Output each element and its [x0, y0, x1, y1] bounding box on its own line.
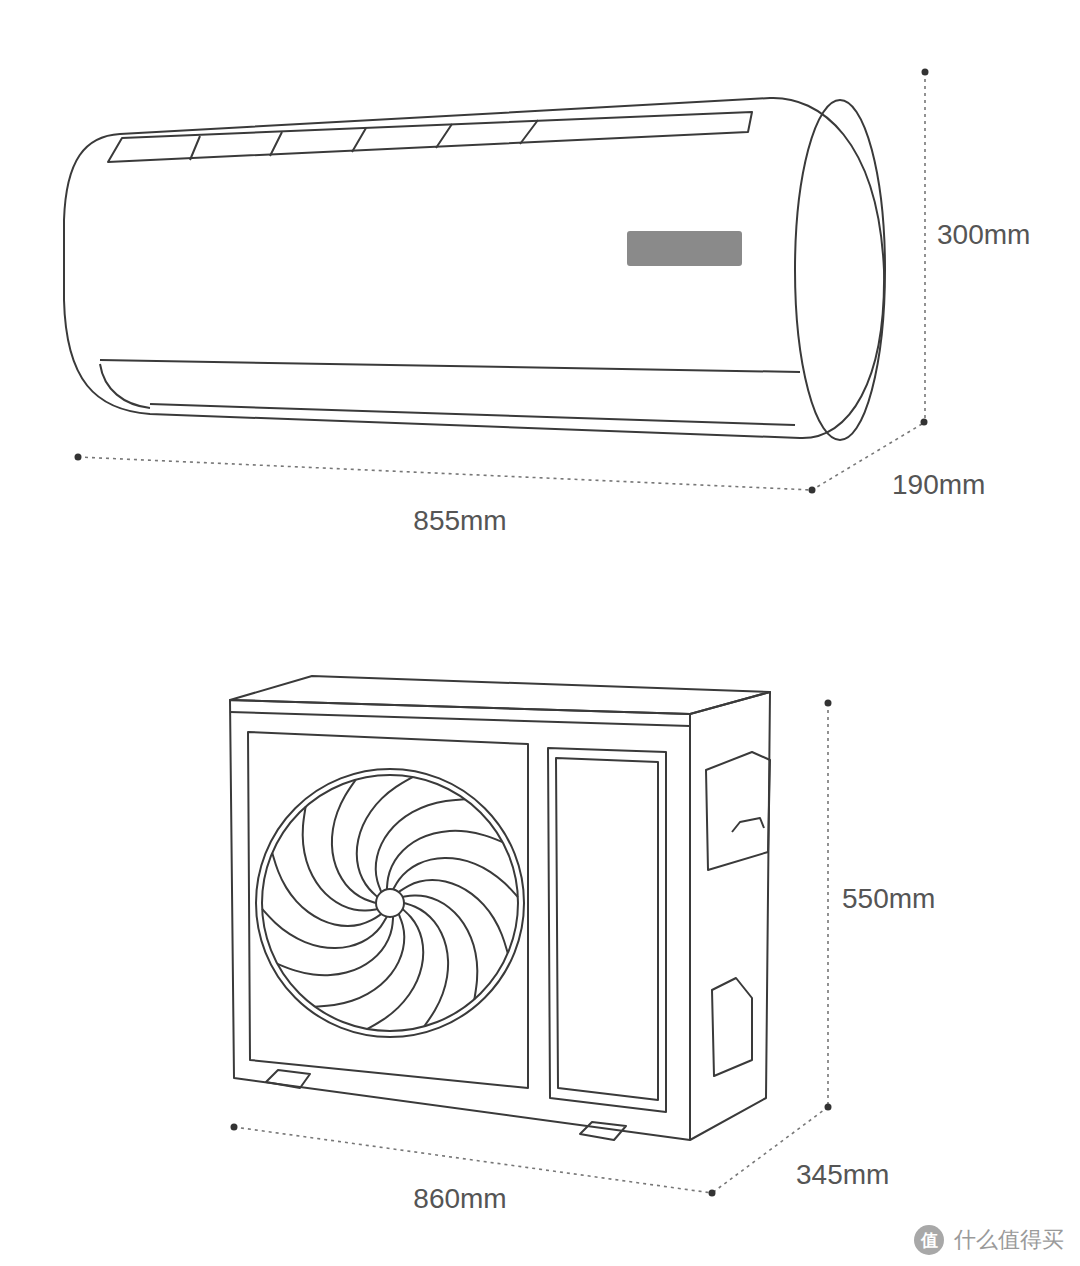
dimension-dots	[75, 69, 929, 1197]
fan-blade	[403, 895, 478, 999]
indoor-bottom-edge	[150, 404, 795, 425]
side-handle	[712, 978, 752, 1076]
dimension-lines	[78, 72, 925, 1193]
dimension-line	[924, 72, 926, 422]
foot	[580, 1122, 626, 1140]
dimension-dot	[825, 700, 832, 707]
dimension-line	[827, 703, 829, 1107]
dimension-label: 550mm	[840, 884, 937, 914]
fan-blade	[332, 780, 376, 903]
fan-blade	[315, 914, 404, 1007]
indoor-body	[64, 98, 884, 438]
indoor-end-cap	[795, 100, 885, 440]
fan-blades	[262, 777, 518, 1029]
indoor-unit	[64, 98, 885, 440]
fan-blade	[272, 853, 381, 926]
dimension-line	[78, 457, 812, 490]
dimension-label: 300mm	[935, 220, 1032, 250]
watermark-logo: 值	[919, 1231, 940, 1250]
dimension-label: 855mm	[411, 506, 508, 536]
pipe-cover	[706, 752, 770, 870]
dimension-dot	[825, 1104, 832, 1111]
fan-blade	[303, 807, 378, 911]
fan-guard	[256, 769, 524, 1037]
indoor-flap	[100, 360, 800, 408]
side-face	[690, 692, 770, 1140]
dimension-label: 190mm	[890, 470, 987, 500]
top-rim	[230, 712, 690, 726]
fan-blade	[404, 903, 448, 1026]
indoor-vent	[108, 112, 752, 162]
watermark-text: 什么值得买	[952, 1228, 1066, 1252]
front-face	[230, 700, 690, 1140]
fan-blade	[399, 880, 508, 953]
dimension-label: 345mm	[794, 1160, 891, 1190]
fan-blade	[393, 858, 518, 897]
foot	[266, 1070, 310, 1088]
fan-blade	[376, 799, 465, 892]
dimension-dot	[231, 1124, 238, 1131]
watermark-icon	[914, 1225, 944, 1255]
dimension-dot	[709, 1190, 716, 1197]
fan-blade	[262, 909, 387, 948]
vent-slats	[190, 120, 538, 160]
dimension-dot	[921, 419, 928, 426]
dimension-dot	[75, 454, 82, 461]
fan-ring	[262, 775, 518, 1031]
dimension-dot	[922, 69, 929, 76]
fan-grille-panel	[248, 732, 528, 1088]
display-panel	[628, 232, 741, 265]
dimension-label: 860mm	[411, 1184, 508, 1214]
outdoor-unit	[230, 676, 770, 1140]
pipe-valve	[732, 818, 764, 832]
coil-panel-inner	[556, 758, 658, 1100]
coil-panel	[548, 748, 666, 1112]
dimension-dot	[809, 487, 816, 494]
fan-hub	[376, 889, 404, 917]
